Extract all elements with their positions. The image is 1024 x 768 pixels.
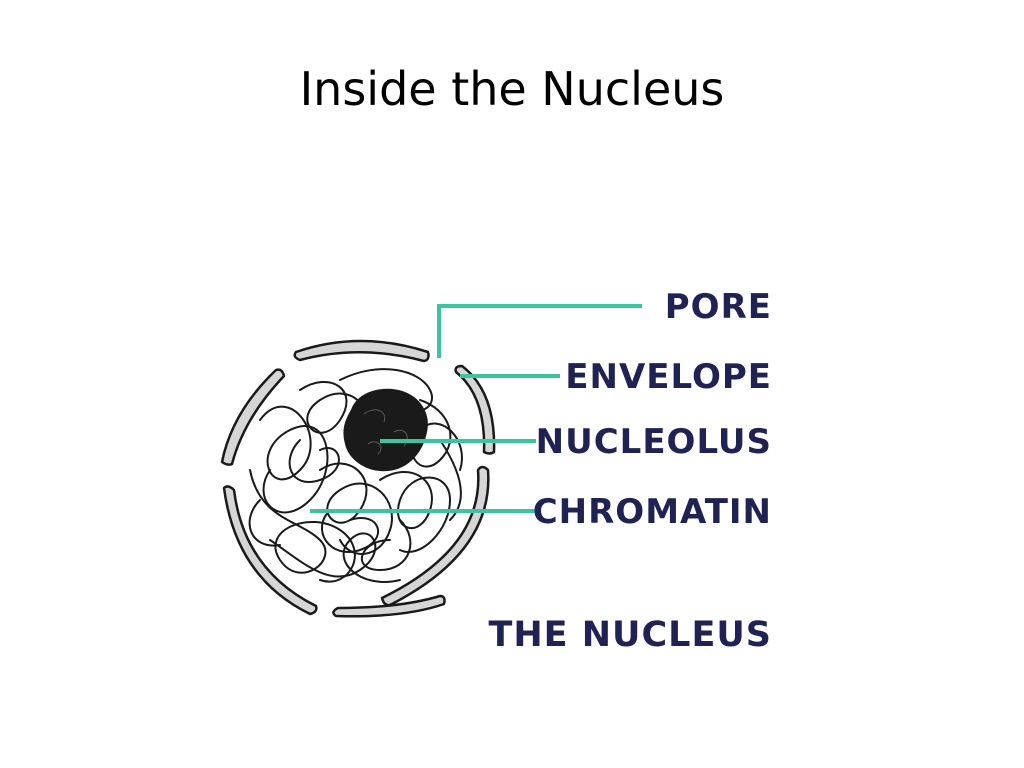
nucleolus	[343, 388, 428, 472]
label-pore: PORE	[665, 287, 772, 327]
envelope-segment-lower-left	[222, 485, 318, 616]
label-chromatin: CHROMATIN	[533, 492, 772, 532]
envelope-segment-upper-left	[220, 368, 286, 466]
page-title: Inside the Nucleus	[299, 62, 725, 116]
leader-lines	[310, 304, 642, 513]
label-envelope: ENVELOPE	[565, 357, 772, 397]
envelope-segment-right-upper	[454, 364, 496, 455]
nucleolus-texture	[363, 409, 408, 455]
diagram-caption: THE NUCLEUS	[489, 615, 773, 655]
label-nucleolus: NUCLEOLUS	[536, 422, 772, 462]
chromatin-fibres	[248, 368, 463, 583]
envelope-segment-top	[293, 339, 430, 363]
nuclear-envelope	[220, 339, 496, 618]
leader-line-pore	[437, 304, 642, 358]
envelope-segment-right-lower	[380, 465, 490, 607]
